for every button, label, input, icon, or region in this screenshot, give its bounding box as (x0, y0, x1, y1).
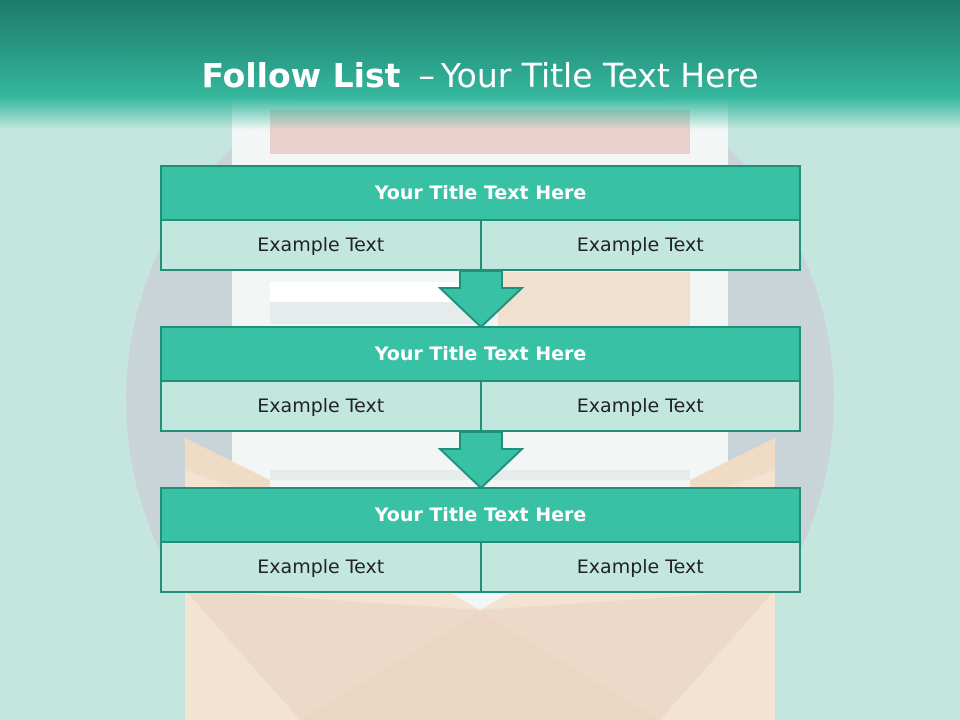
slide-title: Follow List–Your Title Text Here (0, 55, 960, 97)
list-block-1: Your Title Text Here Example Text Exampl… (160, 165, 801, 271)
block-title: Your Title Text Here (160, 165, 801, 221)
block-right-cell: Example Text (481, 221, 801, 271)
block-left-cell: Example Text (160, 382, 482, 432)
block-title: Your Title Text Here (160, 487, 801, 543)
list-block-2: Your Title Text Here Example Text Exampl… (160, 326, 801, 432)
down-arrow-icon (438, 270, 524, 328)
block-left-cell: Example Text (160, 543, 482, 593)
block-title: Your Title Text Here (160, 326, 801, 382)
down-arrow-icon (438, 431, 524, 489)
block-right-cell: Example Text (481, 543, 801, 593)
slide-title-bold: Follow List (201, 56, 401, 95)
block-left-cell: Example Text (160, 221, 482, 271)
header-band (0, 0, 960, 130)
block-right-cell: Example Text (481, 382, 801, 432)
slide-title-rest: Your Title Text Here (440, 56, 759, 95)
list-block-3: Your Title Text Here Example Text Exampl… (160, 487, 801, 593)
slide-title-separator: – (418, 56, 435, 95)
